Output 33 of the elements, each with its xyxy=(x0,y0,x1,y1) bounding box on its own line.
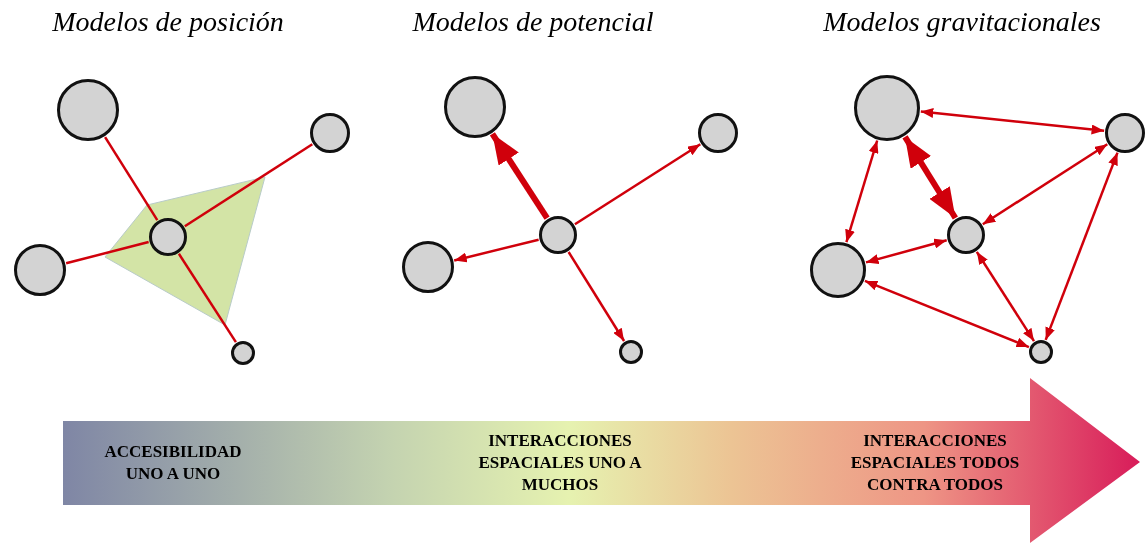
arrow xyxy=(902,135,958,220)
circle-node xyxy=(698,113,738,153)
arrow xyxy=(982,143,1108,226)
connector-line xyxy=(184,143,313,228)
arrow xyxy=(1044,152,1119,341)
band-text: INTERACCIONES ESPACIALES TODOS CONTRA TODOS xyxy=(849,430,1021,496)
band-text: ACCESIBILIDAD UNO A UNO xyxy=(103,441,243,485)
circle-node xyxy=(1105,113,1145,153)
band-text: INTERACCIONES ESPACIALES UNO A MUCHOS xyxy=(477,430,643,496)
arrow xyxy=(453,238,539,263)
circle-node xyxy=(1029,340,1053,364)
circle-node xyxy=(810,242,866,298)
circle-node xyxy=(14,244,66,296)
circle-node xyxy=(619,340,643,364)
arrow xyxy=(845,140,879,243)
arrow xyxy=(975,251,1036,342)
panel-title: Modelos de posición xyxy=(52,6,284,38)
arrow xyxy=(865,238,948,264)
circle-node xyxy=(402,241,454,293)
circle-node xyxy=(231,341,255,365)
arrow xyxy=(864,279,1030,349)
arrow xyxy=(574,143,701,226)
arrow xyxy=(489,132,550,220)
panel-title: Modelos gravitacionales xyxy=(823,6,1101,38)
arrow xyxy=(920,107,1105,135)
panel-title: Modelos de potencial xyxy=(412,6,654,38)
circle-node xyxy=(539,216,577,254)
arrow xyxy=(567,251,626,342)
circle-node xyxy=(310,113,350,153)
connector-line xyxy=(65,240,149,265)
connector-line xyxy=(104,136,159,221)
circle-node xyxy=(947,216,985,254)
connector-line xyxy=(177,253,237,343)
